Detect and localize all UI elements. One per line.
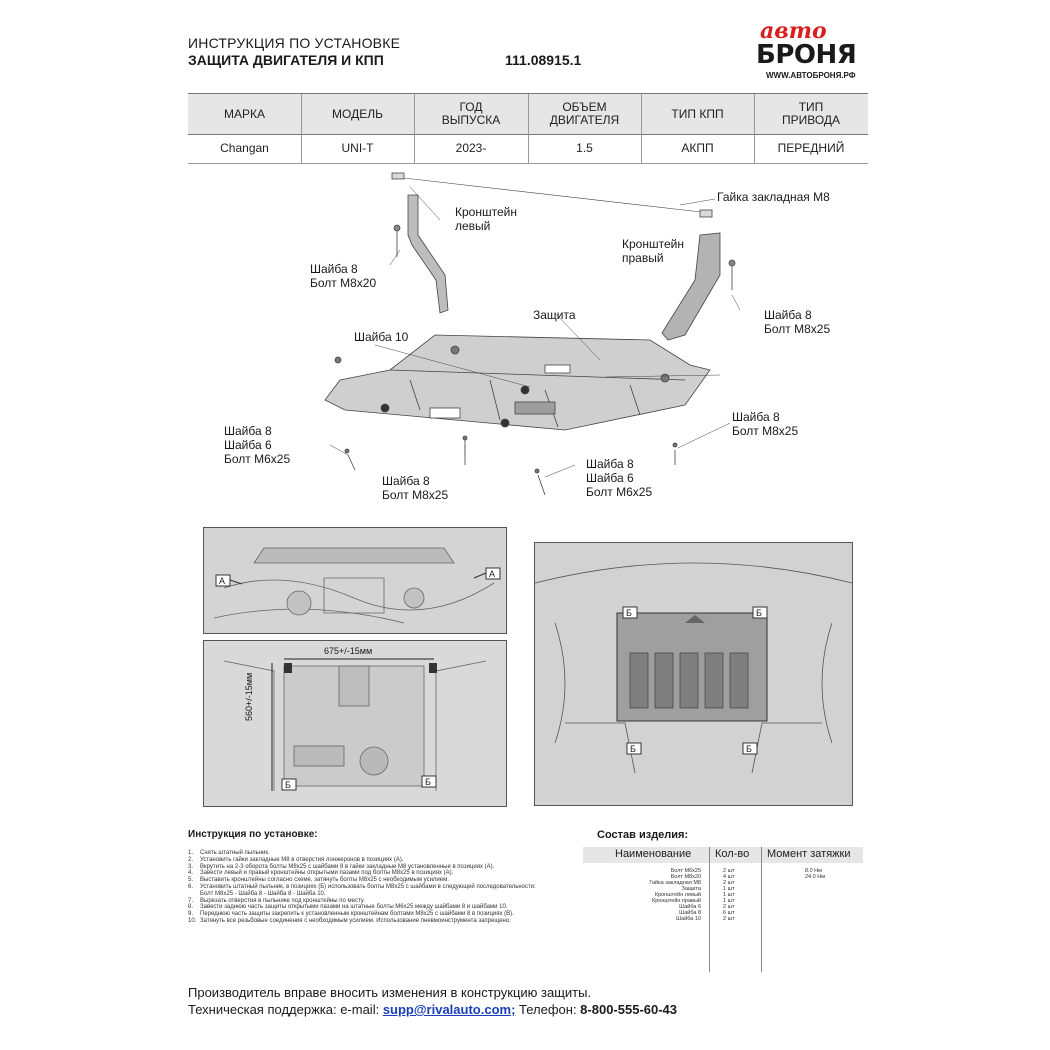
composition-row-qty: 1 шт	[723, 892, 735, 898]
composition-title: Состав изделия:	[597, 829, 689, 841]
spec-engine: 1.5	[576, 140, 593, 155]
photo-mount-points-a: А А	[203, 527, 507, 634]
photo-dimensions: 675+/-15мм 560+/-15мм Б Б	[203, 640, 507, 807]
composition-row-qty: 2 шт	[723, 868, 735, 874]
support-label: Техническая поддержка: e-mail:	[188, 1002, 383, 1017]
marker-b-right: Б	[425, 777, 431, 787]
support-phone: 8-800-555-60-43	[580, 1002, 678, 1017]
spec-header-gearbox: ТИП КПП	[671, 106, 724, 121]
label-bracket-left: Кронштейн левый	[455, 205, 517, 233]
nut-right-shape	[699, 209, 713, 218]
composition-row-name: Шайба 6	[679, 904, 701, 910]
instruction-step: 7.Вырезать отверстия в пыльнике под крон…	[188, 897, 365, 904]
spec-header-brand: МАРКА	[224, 106, 265, 121]
label-washer10: Шайба 10	[354, 330, 409, 344]
composition-row-qty: 6 шт	[723, 910, 735, 916]
composition-row-qty: 2 шт	[723, 916, 735, 922]
spec-header-model: МОДЕЛЬ	[332, 106, 383, 121]
spec-table-row: Changan UNI-T 2023- 1.5 АКПП ПЕРЕДНИЙ	[188, 133, 868, 164]
composition-row-qty: 2 шт	[723, 904, 735, 910]
composition-header-torque: Момент затяжки	[767, 848, 851, 860]
support-email-link[interactable]: supp@rivalauto.com;	[382, 1002, 516, 1017]
label-nut-m8: Гайка закладная М8	[717, 190, 830, 204]
dimension-length: 560+/-15мм	[244, 672, 254, 721]
composition-row-name: Болт М8х20	[670, 874, 701, 880]
spec-drive: ПЕРЕДНИЙ	[777, 140, 845, 155]
marker-b-top-left: Б	[626, 608, 632, 618]
product-title: ЗАЩИТА ДВИГАТЕЛЯ И КПП	[188, 52, 384, 68]
composition-header-qty: Кол-во	[715, 848, 750, 860]
guard-plate-shape	[324, 334, 711, 431]
marker-b-top-right: Б	[756, 608, 762, 618]
instruction-step: 6.Установить штатный пыльник, в позициях…	[188, 883, 536, 897]
instruction-title: ИНСТРУКЦИЯ ПО УСТАНОВКЕ	[188, 35, 401, 51]
bracket-right-shape	[661, 232, 721, 341]
spec-gearbox: АКПП	[681, 140, 714, 155]
label-washer8-washer6-bolt-m6x25-left: Шайба 8 Шайба 6 Болт М6х25	[224, 424, 291, 466]
marker-a-left: А	[219, 576, 226, 586]
instruction-step: 10.Затянуть все резьбовые соединения с н…	[188, 917, 511, 924]
support-line: Техническая поддержка: e-mail: supp@riva…	[188, 1002, 677, 1017]
article-number: 111.08915.1	[505, 52, 582, 68]
label-bracket-right: Кронштейн правый	[622, 237, 684, 265]
logo-main-text: БРОНЯ	[756, 40, 857, 70]
instruction-step: 5.Выставить кронштейны согласно схеме, з…	[188, 877, 449, 884]
phone-label: Телефон:	[515, 1002, 581, 1017]
spec-header-year: ГОД ВЫПУСКА	[441, 100, 501, 127]
composition-row-name: Шайба 10	[676, 916, 701, 922]
composition-table: Наименование Кол-во Момент затяжки Болт …	[583, 847, 863, 972]
instructions-title: Инструкция по установке:	[188, 829, 318, 840]
logo-url: WWW.АВТОБРОНЯ.РФ	[766, 71, 856, 80]
spec-table-header: МАРКА МОДЕЛЬ ГОД ВЫПУСКА ОБЪЕМ ДВИГАТЕЛЯ…	[188, 93, 868, 135]
exploded-assembly-diagram	[324, 172, 741, 496]
composition-row-torque: 24.0 Нм	[805, 874, 825, 880]
spec-brand: Changan	[220, 140, 269, 155]
instruction-step: 8.Завести заднюю часть защиты открытыми …	[188, 904, 508, 911]
instruction-step: 9.Переднюю часть защиты закрепить к уста…	[188, 911, 514, 918]
composition-row-name: Гайка закладная М8	[649, 880, 701, 886]
composition-row-torque: 8.0 Нм	[805, 868, 822, 874]
composition-header-name: Наименование	[615, 848, 692, 860]
instruction-step: 2.Установить гайки закладные М8 в отверс…	[188, 856, 404, 863]
composition-row-qty: 2 шт	[723, 880, 735, 886]
composition-row-name: Болт М6х25	[670, 868, 701, 874]
spec-year: 2023-	[455, 140, 487, 155]
marker-b-bottom-right: Б	[746, 744, 752, 754]
composition-row-qty: 1 шт	[723, 898, 735, 904]
label-washer8-bolt-m8x20: Шайба 8 Болт М8х20	[310, 262, 377, 290]
dimension-width: 675+/-15мм	[324, 646, 373, 656]
label-guard: Защита	[533, 308, 576, 322]
composition-header: Наименование Кол-во Момент затяжки	[583, 847, 863, 863]
instructions-list: 1.Снять штатный пыльник. 2.Установить га…	[188, 850, 538, 925]
logo-top-text: авто	[760, 18, 827, 44]
instruction-step: 4.Завести левый и правый кронштейны откр…	[188, 870, 454, 877]
composition-row-qty: 1 шт	[723, 886, 735, 892]
marker-b-bottom-left: Б	[630, 744, 636, 754]
marker-a-right: А	[489, 569, 496, 579]
label-washer8-bolt-m8x25-right: Шайба 8 Болт М8х25	[764, 308, 831, 336]
label-washer8-bolt-m8x25-bottom: Шайба 8 Болт М8х25	[382, 474, 449, 502]
label-washer8-washer6-bolt-m6x25-mid: Шайба 8 Шайба 6 Болт М6х25	[586, 457, 653, 499]
spec-header-drive: ТИП ПРИВОДА	[781, 100, 841, 127]
instruction-step: 3.Вкрутить на 2-3 оборота болты М8х25 с …	[188, 863, 495, 870]
composition-row-name: Кронштейн правый	[652, 898, 701, 904]
bracket-left-shape	[407, 194, 449, 314]
marker-b-left: Б	[285, 780, 291, 790]
disclaimer: Производитель вправе вносить изменения в…	[188, 985, 592, 1000]
composition-row-name: Шайба 8	[679, 910, 701, 916]
photo-installed-guard: Б Б Б Б	[534, 542, 853, 806]
brand-logo: авто БРОНЯ WWW.АВТОБРОНЯ.РФ	[748, 18, 868, 84]
spec-model: UNI-T	[341, 140, 374, 155]
nut-left-shape	[391, 172, 405, 180]
spec-header-engine: ОБЪЕМ ДВИГАТЕЛЯ	[549, 100, 620, 127]
composition-row-name: Кронштейн левый	[654, 892, 701, 898]
composition-row-qty: 4 шт	[723, 874, 735, 880]
composition-row-name: Защита	[681, 886, 702, 892]
label-washer8-bolt-m8x25-side: Шайба 8 Болт М8х25	[732, 410, 799, 438]
instruction-step: 1.Снять штатный пыльник.	[188, 850, 270, 856]
